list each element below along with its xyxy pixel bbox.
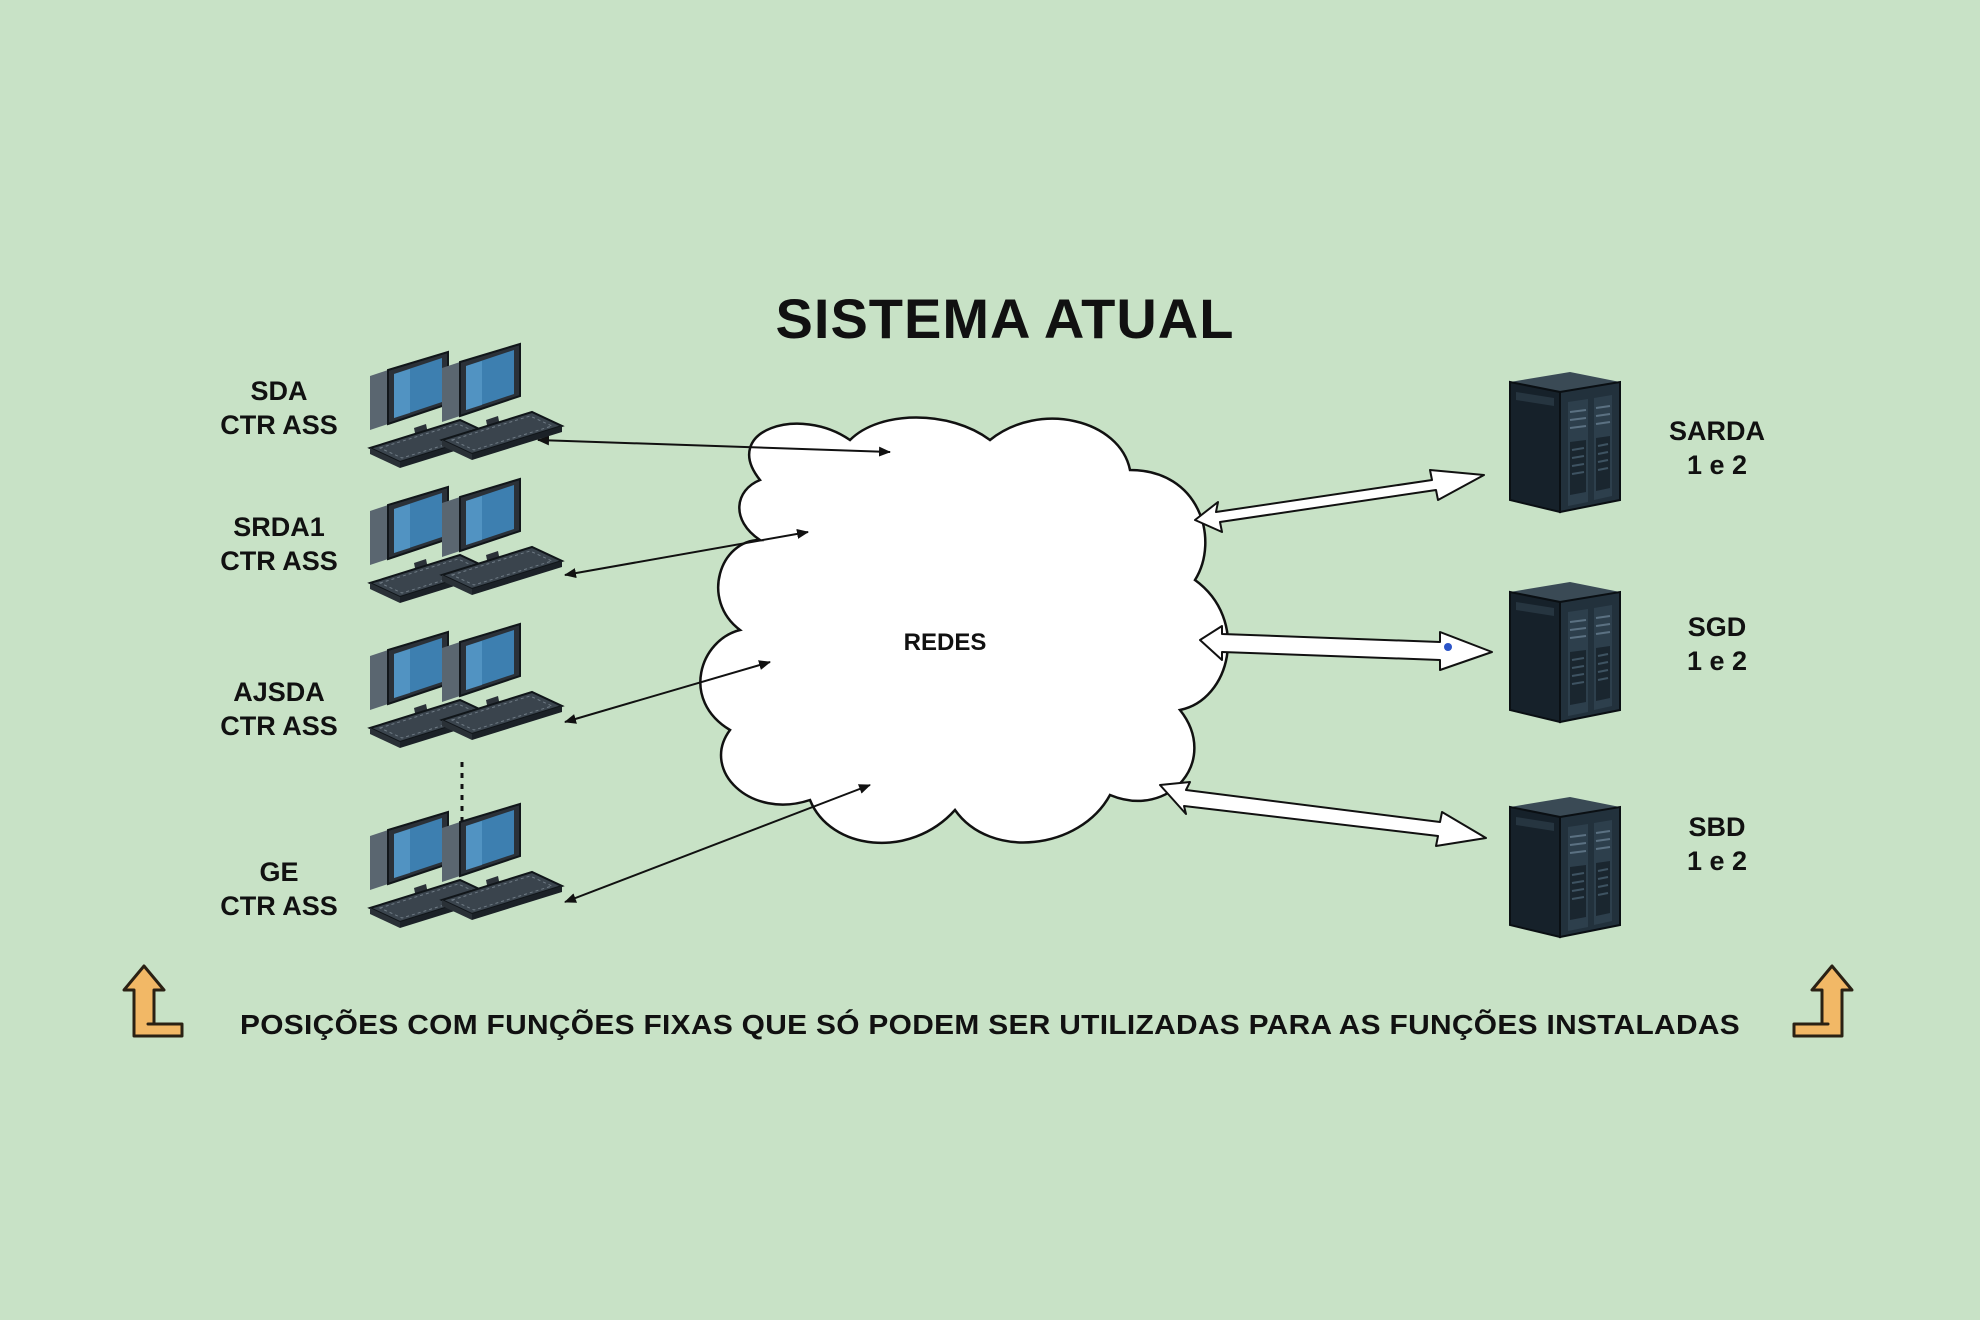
workstation-name: AJSDA	[233, 677, 325, 707]
workstation-name: GE	[259, 857, 298, 887]
workstation-role: CTR ASS	[220, 711, 338, 741]
server-units: 1 e 2	[1687, 846, 1747, 876]
workstation-name: SRDA1	[233, 512, 325, 542]
server-tower-icon	[1509, 581, 1621, 723]
link-sda	[537, 435, 891, 457]
workstation-ajsda[interactable]: AJSDA CTR ASS	[220, 623, 563, 749]
dual-computer-workstation-icon	[369, 478, 563, 604]
footer-right-arrow	[1792, 964, 1854, 1038]
link-sgd-dot	[1444, 643, 1452, 651]
link-sarda	[1194, 469, 1485, 533]
server-tower-icon	[1509, 796, 1621, 938]
workstation-role: CTR ASS	[220, 410, 338, 440]
workstation-role: CTR ASS	[220, 891, 338, 921]
footer-note: POSIÇÕES COM FUNÇÕES FIXAS QUE SÓ PODEM …	[240, 1009, 1740, 1040]
link-ajsda	[564, 660, 771, 724]
workstation-srda1[interactable]: SRDA1 CTR ASS	[220, 478, 563, 604]
dual-computer-workstation-icon	[369, 343, 563, 469]
dual-computer-workstation-icon	[369, 803, 563, 929]
cloud-label: REDES	[904, 629, 987, 656]
server-units: 1 e 2	[1687, 646, 1747, 676]
footer-left-arrow	[122, 964, 184, 1038]
link-sbd	[1159, 781, 1487, 847]
workstation-name: SDA	[250, 376, 307, 406]
server-units: 1 e 2	[1687, 450, 1747, 480]
server-tower-icon	[1509, 371, 1621, 513]
server-name: SARDA	[1669, 416, 1765, 446]
workstation-role: CTR ASS	[220, 546, 338, 576]
network-cloud: REDES	[699, 416, 1230, 845]
server-links	[1159, 469, 1493, 847]
workstation-ge[interactable]: GE CTR ASS	[220, 803, 563, 929]
workstation-sda[interactable]: SDA CTR ASS	[220, 343, 563, 469]
link-sgd	[1199, 625, 1493, 671]
server-sgd[interactable]: SGD 1 e 2	[1509, 581, 1747, 723]
curved-up-arrow-icon	[122, 964, 184, 1038]
server-sbd[interactable]: SBD 1 e 2	[1509, 796, 1747, 938]
dual-computer-workstation-icon	[369, 623, 563, 749]
link-srda1	[564, 528, 809, 579]
server-name: SBD	[1688, 812, 1745, 842]
link-ge	[564, 784, 871, 903]
diagram-title: SISTEMA ATUAL	[776, 287, 1235, 350]
curved-up-arrow-icon	[1792, 964, 1854, 1038]
server-name: SGD	[1688, 612, 1747, 642]
server-sarda[interactable]: SARDA 1 e 2	[1509, 371, 1765, 513]
workstation-links	[537, 435, 891, 903]
